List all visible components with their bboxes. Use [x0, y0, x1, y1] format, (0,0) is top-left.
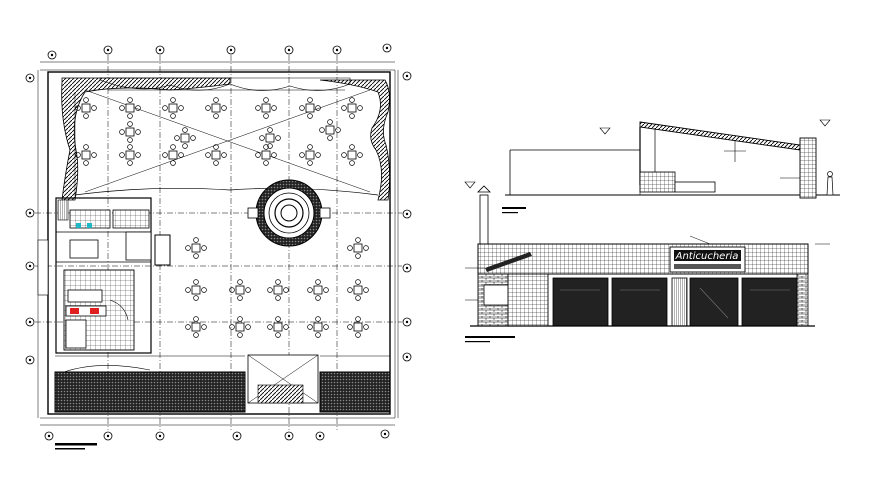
restaurant-sign: Anticucheria	[669, 246, 746, 273]
front-elevation: Anticucheria	[465, 185, 830, 343]
terrace-tables	[75, 97, 363, 166]
outer-wall	[47, 71, 391, 415]
floor-plan	[25, 43, 412, 450]
sign-text: Anticucheria	[675, 251, 739, 262]
indoor-tables	[185, 237, 369, 338]
plan-title-mark	[55, 443, 97, 450]
front-garden	[54, 354, 391, 413]
grid-bubbles-bottom	[44, 429, 390, 441]
garden-border	[61, 77, 390, 201]
grid-bubbles-top	[47, 43, 392, 60]
elevation-openings	[552, 277, 798, 327]
elevation-leaders	[465, 235, 830, 301]
building-section	[464, 119, 840, 214]
round-fountain	[247, 179, 331, 247]
service-area	[37, 197, 171, 354]
